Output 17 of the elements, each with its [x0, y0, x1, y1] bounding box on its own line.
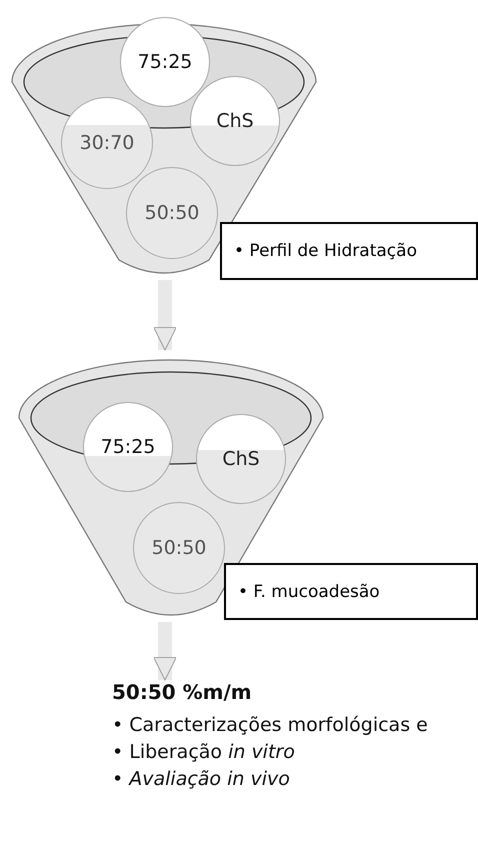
circle-label: ChS — [216, 110, 254, 132]
circle-label: 50:50 — [152, 537, 206, 559]
heading: 50:50 %m/m — [112, 680, 253, 704]
bullet-item: • Caracterizações morfológicas e — [112, 714, 429, 736]
bullet-item: • F. mucoadesão — [238, 582, 380, 602]
result-box — [220, 222, 478, 280]
block-arrow — [153, 622, 177, 680]
bullet-item: • Avaliação in vivo — [112, 768, 291, 790]
bullet-item: • Liberação in vitro — [112, 741, 296, 763]
circle-label: 50:50 — [144, 202, 200, 224]
circle-label: 75:25 — [100, 436, 156, 458]
circle-label: 30:70 — [80, 132, 134, 154]
circle-label: ChS — [222, 448, 260, 470]
bullet-item: • Perfil de Hidratação — [234, 241, 417, 261]
result-box — [224, 563, 478, 620]
circle-label: 75:25 — [138, 51, 192, 73]
block-arrow — [153, 280, 177, 350]
